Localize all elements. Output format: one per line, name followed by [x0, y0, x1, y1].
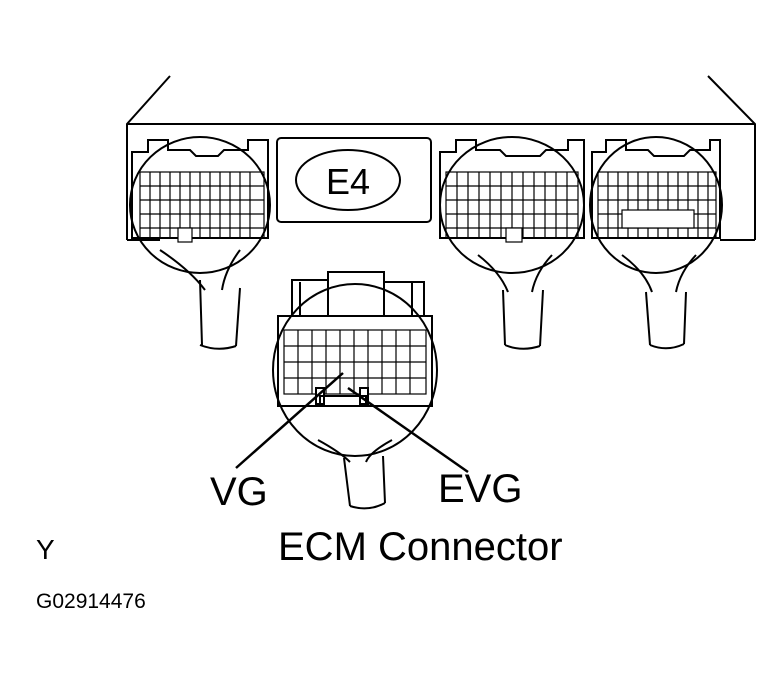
ecm-housing [126, 75, 756, 241]
diagram-title: ECM Connector [278, 525, 563, 569]
e4-label-box: E4 [276, 137, 432, 223]
pin-grid-middle [445, 171, 579, 243]
evg-leader-line [347, 386, 469, 474]
e4-label: E4 [326, 161, 370, 202]
evg-pin-label: EVG [438, 467, 523, 511]
harness-connector [272, 271, 438, 510]
vg-pin-label: VG [210, 470, 268, 514]
pin-grid-left [139, 171, 265, 243]
figure-code: G02914476 [36, 590, 146, 613]
ecm-socket-right [589, 136, 723, 350]
vg-leader-line [235, 372, 344, 469]
view-marker: Y [36, 534, 55, 565]
ecm-socket-left [129, 136, 271, 350]
ecm-socket-middle [439, 136, 585, 350]
pin-grid-right [597, 171, 717, 239]
leader-lines [235, 372, 469, 474]
